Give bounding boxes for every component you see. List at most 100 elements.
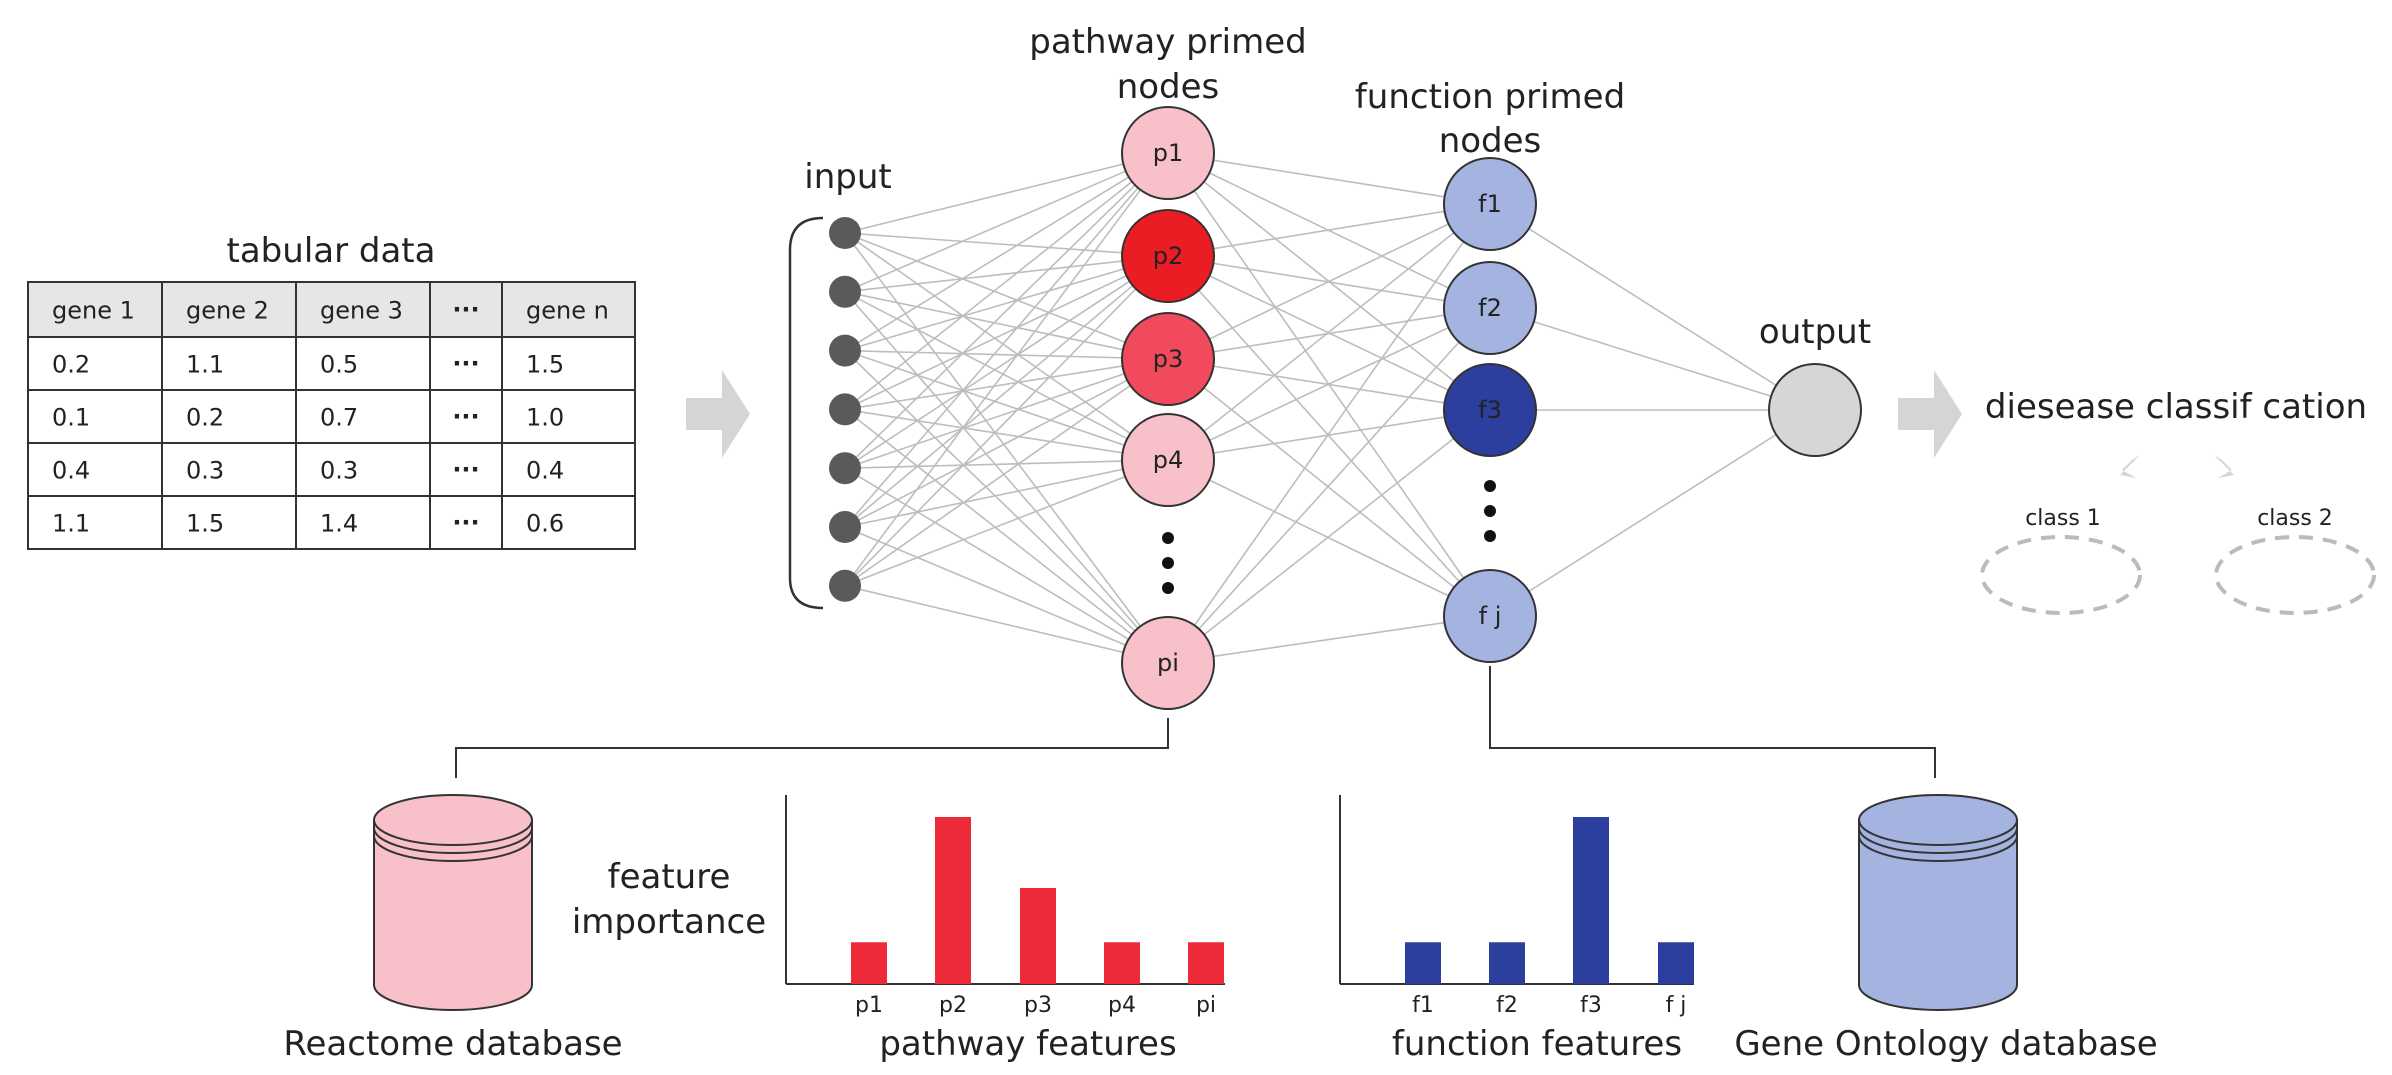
table-cell: ...: [452, 450, 479, 478]
arrow-to-input-icon: [686, 370, 750, 458]
edge: [1167, 203, 1491, 257]
edge: [844, 152, 1169, 234]
input-node: [829, 452, 861, 485]
feature-importance-line1: feature: [608, 857, 731, 897]
edge: [1167, 152, 1491, 205]
cylinder-ring: [373, 827, 533, 854]
edge: [1167, 409, 1491, 461]
table-cell: ...: [452, 344, 479, 372]
edge: [844, 349, 1169, 360]
edge: [844, 152, 1169, 528]
class2-label: class 2: [2257, 506, 2333, 531]
bar-f2: [1489, 942, 1525, 984]
edge: [844, 408, 1169, 461]
edge: [1167, 203, 1491, 360]
input-node: [829, 393, 861, 426]
edge: [844, 358, 1169, 469]
edge: [844, 255, 1169, 587]
edge: [844, 255, 1169, 411]
function-connector: [1489, 666, 1936, 778]
table-cell: 0.2: [186, 404, 224, 432]
table-cell: 1.1: [52, 510, 90, 538]
edge: [844, 232, 1169, 461]
edge: [1167, 307, 1491, 664]
tick-label: f1: [1412, 993, 1434, 1018]
edge: [844, 152, 1169, 352]
table-header-cell: gene 1: [52, 297, 135, 325]
pathway-ellipsis-icon: [1162, 532, 1174, 594]
table-header-cell: ...: [452, 290, 479, 318]
bar-fj: [1658, 942, 1694, 984]
input-node: [829, 275, 861, 308]
x-axis-label: pathway features: [879, 1024, 1176, 1064]
tick-label: f3: [1580, 993, 1602, 1018]
table-cell: 0.6: [526, 510, 564, 538]
bar-f3: [1573, 817, 1609, 984]
input-node: [829, 217, 861, 249]
table-header-cell: gene 2: [186, 297, 269, 325]
table-cell: 0.4: [526, 457, 564, 485]
edge: [1167, 307, 1491, 360]
bar-pi: [1188, 942, 1224, 984]
bar-p2: [935, 817, 971, 984]
edge: [844, 459, 1169, 528]
edge: [844, 358, 1169, 528]
edge: [844, 467, 1169, 664]
edge: [844, 152, 1169, 293]
tick-label: pi: [1196, 993, 1216, 1018]
table-cell: 0.4: [52, 457, 90, 485]
pathway-node-p3: [1121, 312, 1215, 406]
pathway-node-p2: [1121, 209, 1215, 303]
edge: [844, 232, 1169, 664]
function-node-fj: [1443, 569, 1537, 663]
pathway-node-label: p2: [1153, 242, 1184, 270]
arrow-class1-icon: [2120, 455, 2140, 478]
cylinder-ring: [373, 835, 533, 862]
table-cell: 0.7: [320, 404, 358, 432]
edge: [844, 255, 1169, 469]
output-label: output: [1759, 312, 1871, 352]
function-node-label: f1: [1478, 190, 1502, 218]
table-cell: 1.0: [526, 404, 564, 432]
edge: [844, 255, 1169, 293]
output-node: [1768, 363, 1862, 457]
input-node: [829, 334, 861, 367]
cylinder-ring: [1858, 827, 2018, 854]
edge: [844, 255, 1169, 352]
table-header-cell: gene 3: [320, 297, 403, 325]
edge: [1167, 459, 1491, 617]
function-node-label: f j: [1479, 602, 1502, 630]
table-cell: 1.4: [320, 510, 358, 538]
gene-ontology-label: Gene Ontology database: [1734, 1024, 2157, 1064]
arrow-class2-icon: [2214, 455, 2234, 478]
bar-p3: [1020, 887, 1056, 984]
table-cell: 1.5: [186, 510, 224, 538]
function-node-f2: [1443, 261, 1537, 355]
tick-label: f j: [1666, 993, 1687, 1018]
class2-ellipse: [2214, 535, 2376, 615]
edge: [1167, 615, 1491, 664]
tick-label: p4: [1108, 993, 1136, 1018]
bar-p1: [851, 942, 887, 984]
function-node-f3: [1443, 363, 1537, 457]
edge: [844, 152, 1169, 411]
edge: [844, 291, 1169, 461]
edge: [844, 350, 1169, 664]
edge: [844, 459, 1169, 469]
table-cell: 1.5: [526, 351, 564, 379]
edge: [844, 358, 1169, 587]
table-header-cell: gene n: [526, 297, 609, 325]
edge: [844, 585, 1169, 664]
cylinder-top: [1858, 794, 2018, 846]
cylinder-body: [1858, 820, 2018, 1011]
edge: [844, 349, 1169, 461]
edge: [1167, 307, 1491, 461]
table-cell: 0.3: [320, 457, 358, 485]
input-bracket: [788, 216, 824, 610]
edge: [844, 152, 1169, 587]
edge: [844, 255, 1169, 528]
table-border: [27, 281, 636, 550]
input-node: [829, 511, 861, 543]
